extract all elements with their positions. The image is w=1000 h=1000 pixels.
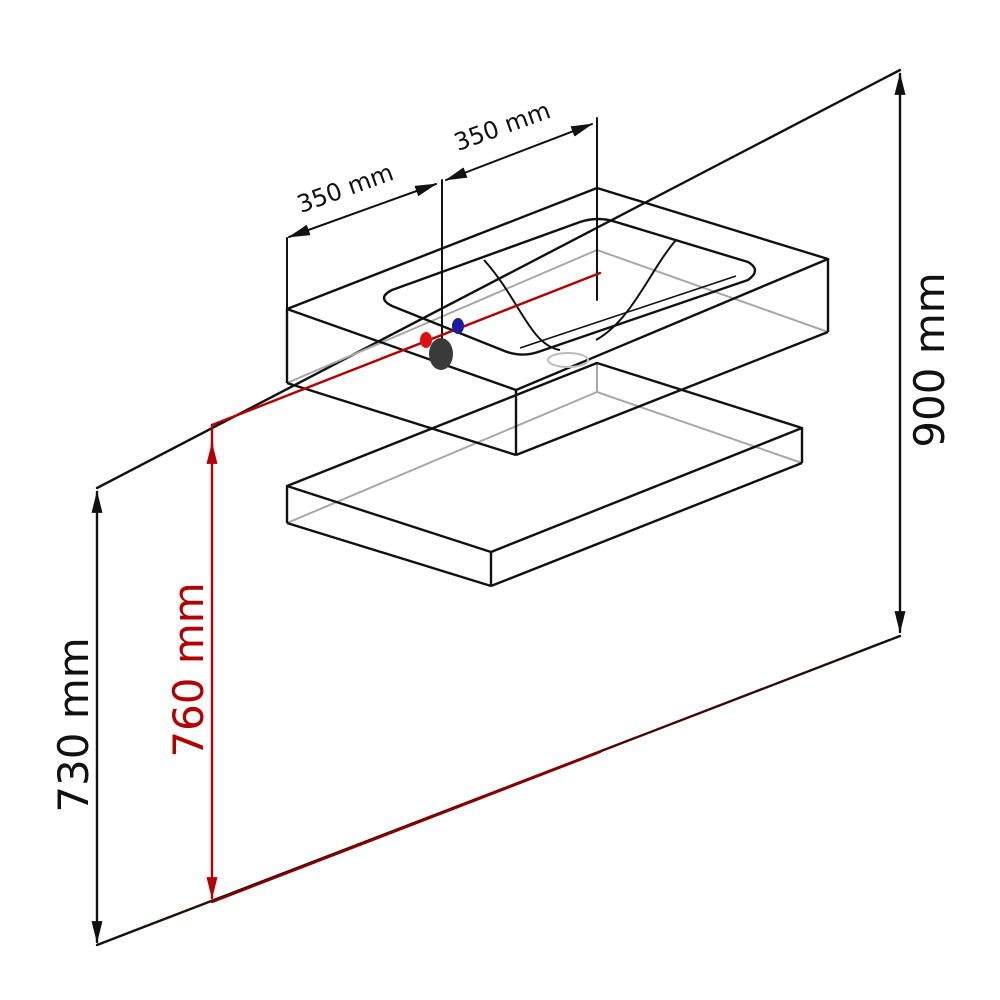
total-height-label: 900 mm [905, 272, 954, 447]
shelf-hidden-edges [286, 363, 803, 524]
top-width-right-label: 350 mm [450, 96, 554, 157]
top-height-label: 730 mm [49, 637, 98, 812]
wall-outline [95, 68, 902, 947]
cold-water-valve [452, 318, 464, 334]
faucet-icon [420, 318, 464, 370]
water-pipe-line [210, 271, 602, 450]
basin-body [285, 186, 830, 457]
pipe-height-label: 760 mm [164, 582, 213, 757]
lower-shelf [285, 361, 804, 588]
floor-reference-line [210, 750, 602, 904]
drain [547, 352, 589, 368]
hot-water-valve [420, 332, 432, 348]
top-width-dimension [286, 117, 598, 356]
tap-body [429, 338, 453, 370]
sink-bowl [382, 217, 757, 356]
top-width-left-label: 350 mm [293, 158, 397, 219]
